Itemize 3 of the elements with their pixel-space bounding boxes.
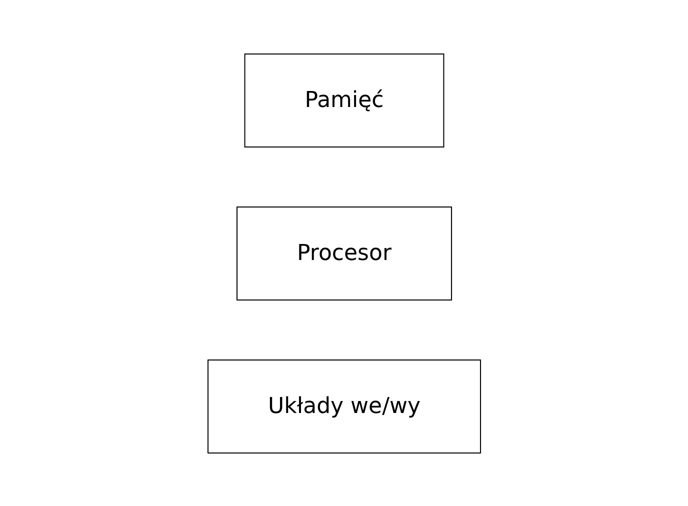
node-box: Układy we/wy — [207, 359, 481, 453]
node-box: Pamięć — [244, 53, 444, 147]
node-box: Procesor — [236, 206, 452, 300]
